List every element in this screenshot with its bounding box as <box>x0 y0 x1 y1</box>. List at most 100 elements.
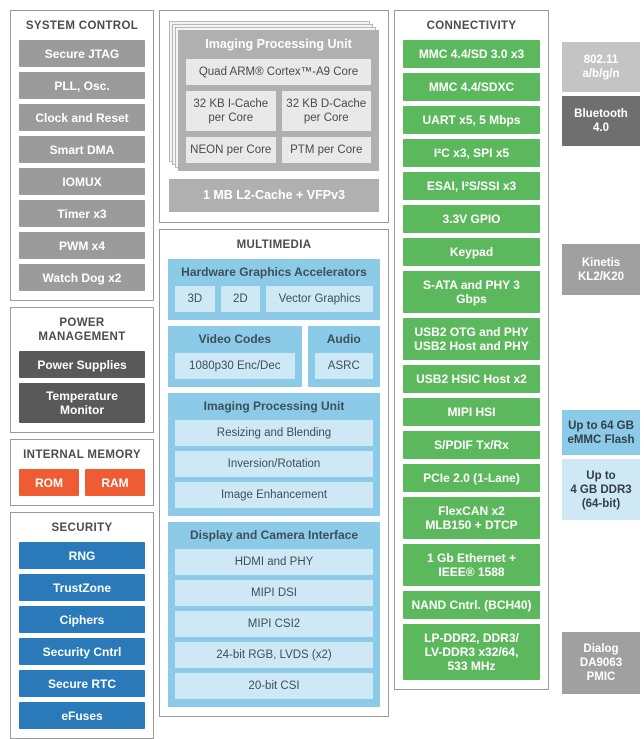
power-item-power-supplies: Power Supplies <box>19 351 145 378</box>
system-control-item-pwm-x4: PWM x4 <box>19 232 145 259</box>
video-codecs-title: Video Codes <box>198 332 271 346</box>
imaging-processing-unit-title: Imaging Processing Unit <box>203 399 345 413</box>
system-control-item-watch-dog-x2: Watch Dog x2 <box>19 264 145 291</box>
ipu-item-inversion-rotation: Inversion/Rotation <box>175 451 373 477</box>
power-item-temperature-monitor: Temperature Monitor <box>19 383 145 423</box>
audio-item-asrc: ASRC <box>314 353 373 379</box>
group-imaging-processing-unit: Imaging Processing Unit Resizing and Ble… <box>168 393 380 516</box>
cpu-extension-row: NEON per Core PTM per Core <box>186 137 371 163</box>
connectivity-item-uart-x5-5-mbps: UART x5, 5 Mbps <box>403 106 540 134</box>
graphics-item-3d: 3D <box>175 286 215 312</box>
display-item-mipi-csi2: MIPI CSI2 <box>175 611 373 637</box>
group-audio: Audio ASRC <box>307 326 380 387</box>
connectivity-title: CONNECTIVITY <box>426 20 517 32</box>
connectivity-item-nand-cntrl-bch40: NAND Cntrl. (BCH40) <box>403 591 540 619</box>
group-display-camera-interface: Display and Camera Interface HDMI and PH… <box>168 522 380 707</box>
system-control-item-smart-dma: Smart DMA <box>19 136 145 163</box>
security-item-efuses: eFuses <box>19 702 145 729</box>
display-item-hdmi-and-phy: HDMI and PHY <box>175 549 373 575</box>
panel-multimedia: MULTIMEDIA Hardware Graphics Accelerator… <box>159 229 389 717</box>
connectivity-list: MMC 4.4/SD 3.0 x3 MMC 4.4/SDXC UART x5, 5 … <box>403 40 540 680</box>
connectivity-item-lp-ddr2-ddr3-lv-ddr3-x32-64-533-mhz: LP-DDR2, DDR3/LV-DDR3 x32/64,533 MHz <box>403 624 540 680</box>
security-item-ciphers: Ciphers <box>19 606 145 633</box>
display-item-24-bit-rgb-lvds-x2: 24-bit RGB, LVDS (x2) <box>175 642 373 668</box>
multimedia-title: MULTIMEDIA <box>236 239 312 251</box>
connectivity-item-i-c-x3-spi-x5: I²C x3, SPI x5 <box>403 139 540 167</box>
cpu-title: Imaging Processing Unit <box>205 37 352 51</box>
cpu-cache-row: 32 KB I-Cache per Core 32 KB D-Cache per… <box>186 91 371 131</box>
panel-cpu: Imaging Processing Unit Quad ARM® Cortex… <box>159 10 389 223</box>
connectivity-item-mipi-hsi: MIPI HSI <box>403 398 540 426</box>
security-item-rng: RNG <box>19 542 145 569</box>
video-codec-item: 1080p30 Enc/Dec <box>175 353 295 379</box>
cpu-l2-cache-box: 1 MB L2-Cache + VFPv3 <box>169 179 379 212</box>
cpu-icache-box: 32 KB I-Cache per Core <box>186 91 276 131</box>
cpu-ptm-box: PTM per Core <box>281 137 371 163</box>
cpu-card-stack: Imaging Processing Unit Quad ARM® Cortex… <box>169 21 379 171</box>
panel-system-control: SYSTEM CONTROL Secure JTAG PLL, Osc. Clock… <box>10 10 154 301</box>
system-control-item-clock-and-reset: Clock and Reset <box>19 104 145 131</box>
display-camera-title: Display and Camera Interface <box>189 528 359 542</box>
security-item-trustzone: TrustZone <box>19 574 145 601</box>
ipu-item-image-enhancement: Image Enhancement <box>175 482 373 508</box>
security-item-secure-rtc: Secure RTC <box>19 670 145 697</box>
connectivity-item-mmc-4-4-sd-3-0-x3: MMC 4.4/SD 3.0 x3 <box>403 40 540 68</box>
connectivity-item-mmc-4-4-sdxc: MMC 4.4/SDXC <box>403 73 540 101</box>
audio-title: Audio <box>326 332 361 346</box>
block-diagram: SYSTEM CONTROL Secure JTAG PLL, Osc. Clock… <box>10 10 644 739</box>
connectivity-item-pcie-2-0-1-lane: PCIe 2.0 (1-Lane) <box>403 464 540 492</box>
connectivity-item-esai-i-s-ssi-x3: ESAI, I²S/SSI x3 <box>403 172 540 200</box>
cpu-core-box: Quad ARM® Cortex™-A9 Core <box>186 59 371 85</box>
middle-column: Imaging Processing Unit Quad ARM® Cortex… <box>159 10 389 717</box>
internal-memory-title: INTERNAL MEMORY <box>23 449 141 461</box>
display-camera-list: HDMI and PHY MIPI DSI MIPI CSI2 24-bit RGB,… <box>175 549 373 699</box>
connectivity-item-usb2-hsic-host-x2: USB2 HSIC Host x2 <box>403 365 540 393</box>
graphics-accelerators-title: Hardware Graphics Accelerators <box>181 265 367 279</box>
system-control-item-secure-jtag: Secure JTAG <box>19 40 145 67</box>
memory-item-ram: RAM <box>85 469 145 496</box>
graphics-accelerators-items: 3D 2D Vector Graphics <box>175 286 373 312</box>
display-item-20-bit-csi: 20-bit CSI <box>175 673 373 699</box>
connectivity-item-s-pdif-tx-rx: S/PDIF Tx/Rx <box>403 431 540 459</box>
display-item-mipi-dsi: MIPI DSI <box>175 580 373 606</box>
security-item-security-cntrl: Security Cntrl <box>19 638 145 665</box>
connectivity-item-s-ata-and-phy-3-gbps: S-ATA and PHY 3 Gbps <box>403 271 540 313</box>
connectivity-item-1-gb-ethernet-ieee-1588: 1 Gb Ethernet +IEEE® 1588 <box>403 544 540 586</box>
graphics-item-vector: Vector Graphics <box>266 286 373 312</box>
group-video-codecs: Video Codes 1080p30 Enc/Dec <box>168 326 302 387</box>
connectivity-item-keypad: Keypad <box>403 238 540 266</box>
group-graphics-accelerators: Hardware Graphics Accelerators 3D 2D Vec… <box>168 259 380 320</box>
system-control-item-timer-x3: Timer x3 <box>19 200 145 227</box>
system-control-item-pll-osc: PLL, Osc. <box>19 72 145 99</box>
system-control-title: SYSTEM CONTROL <box>25 20 139 32</box>
ipu-item-resizing-and-blending: Resizing and Blending <box>175 420 373 446</box>
cpu-card: Imaging Processing Unit Quad ARM® Cortex… <box>178 30 379 171</box>
connectivity-item-3-3v-gpio: 3.3V GPIO <box>403 205 540 233</box>
power-management-title: POWER MANAGEMENT <box>38 317 126 343</box>
memory-item-rom: ROM <box>19 469 79 496</box>
cpu-neon-box: NEON per Core <box>186 137 276 163</box>
cpu-dcache-box: 32 KB D-Cache per Core <box>281 91 371 131</box>
system-control-item-iomux: IOMUX <box>19 168 145 195</box>
left-column: SYSTEM CONTROL Secure JTAG PLL, Osc. Clock… <box>10 10 154 739</box>
video-audio-row: Video Codes 1080p30 Enc/Dec Audio ASRC <box>168 326 380 387</box>
